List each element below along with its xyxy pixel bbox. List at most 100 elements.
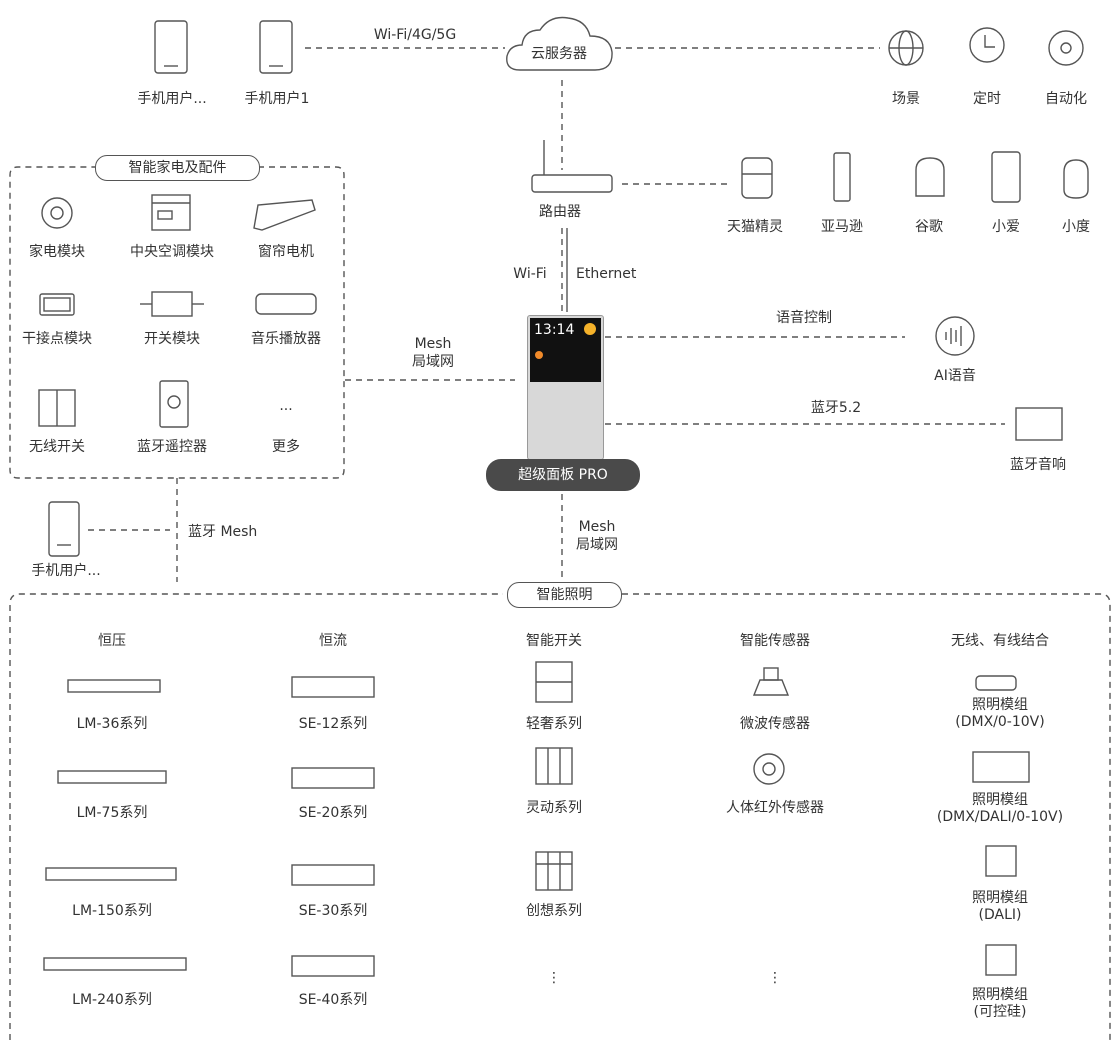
lighting-group-border xyxy=(9,593,1111,1040)
appliance-item: 中央空调模块 xyxy=(130,244,214,260)
module-dmx-spec: (DMX/0-10V) xyxy=(955,714,1045,730)
appliance-item: 音乐播放器 xyxy=(251,331,321,347)
module-dali-name: 照明模组 xyxy=(972,890,1028,906)
col4-more-dots: ⋮ xyxy=(768,970,782,986)
col4-head: 智能传感器 xyxy=(740,633,810,649)
switch-module-icon xyxy=(151,291,193,317)
music-player-icon xyxy=(255,293,317,315)
appliance-group-title: 智能家电及配件 xyxy=(95,155,260,181)
scene-dot-icon xyxy=(535,351,543,359)
lm-150-label: LM-150系列 xyxy=(72,903,152,919)
xiaodu-icon xyxy=(1063,159,1089,199)
se-20-label: SE-20系列 xyxy=(298,805,368,821)
lm-36-driver-icon xyxy=(67,679,161,693)
lighting-module-dali-dmx-icon xyxy=(972,751,1030,783)
phone-icon xyxy=(154,20,188,74)
luxury-series-label: 轻奢系列 xyxy=(526,716,582,732)
se-40-driver-icon xyxy=(291,955,375,977)
lan-down-label: 局域网 xyxy=(576,537,618,553)
speaker-tmall: 天猫精灵 xyxy=(727,219,783,235)
module-dali-spec: (DALI) xyxy=(978,907,1022,923)
ai-voice-label: AI语音 xyxy=(934,368,976,384)
appliance-item: 家电模块 xyxy=(29,244,85,260)
pir-sensor-icon xyxy=(753,753,785,785)
more-dots: ... xyxy=(279,398,293,414)
cloud-server-label: 云服务器 xyxy=(531,46,587,62)
lingdong-series-label: 灵动系列 xyxy=(526,800,582,816)
se-12-label: SE-12系列 xyxy=(298,716,368,732)
appliance-item: 窗帘电机 xyxy=(258,244,314,260)
lm-75-label: LM-75系列 xyxy=(76,805,148,821)
lighting-module-dmx-icon xyxy=(975,675,1017,691)
ai-voice-icon xyxy=(935,316,975,356)
lm-75-driver-icon xyxy=(57,770,167,784)
google-home-icon xyxy=(915,157,945,197)
appliance-item: 无线开关 xyxy=(29,439,85,455)
panel-time: 13:14 xyxy=(534,322,575,338)
cloud-icon xyxy=(506,16,613,71)
se-20-driver-icon xyxy=(291,767,375,789)
panel-screen: 13:14 xyxy=(530,318,601,382)
lighting-group-title: 智能照明 xyxy=(507,582,622,608)
microwave-sensor-label: 微波传感器 xyxy=(740,716,810,732)
lighting-module-dali-icon xyxy=(985,845,1017,877)
col1-head: 恒压 xyxy=(98,633,126,649)
phone-icon xyxy=(48,501,80,557)
microwave-sensor-icon xyxy=(752,679,790,696)
lm-150-driver-icon xyxy=(45,867,177,881)
module-dmx-dali-name: 照明模组 xyxy=(972,792,1028,808)
module-scr-name: 照明模组 xyxy=(972,987,1028,1003)
tmall-genie-icon xyxy=(741,157,773,199)
bt52-label: 蓝牙5.2 xyxy=(810,400,862,416)
dry-contact-icon xyxy=(39,293,75,316)
timer-label: 定时 xyxy=(973,91,1001,107)
speaker-xiaoai: 小爱 xyxy=(992,219,1020,235)
appliance-item: 开关模块 xyxy=(144,331,200,347)
se-30-driver-icon xyxy=(291,864,375,886)
col3-more-dots: ⋮ xyxy=(547,970,561,986)
phone-icon xyxy=(259,20,293,74)
chuangxiang-switch-icon xyxy=(535,851,573,891)
wifi-label: Wi-Fi xyxy=(513,266,547,282)
speaker-google: 谷歌 xyxy=(915,219,943,235)
appliance-item: 蓝牙遥控器 xyxy=(137,439,207,455)
lm-240-driver-icon xyxy=(43,957,187,971)
super-panel-label: 超级面板 PRO xyxy=(486,459,640,491)
col2-head: 恒流 xyxy=(319,633,347,649)
ethernet-label: Ethernet xyxy=(576,266,637,282)
speaker-xiaodu: 小度 xyxy=(1062,219,1090,235)
appliance-module-icon xyxy=(41,197,73,229)
weather-icon xyxy=(584,323,596,335)
connection-lines xyxy=(9,47,1111,1040)
scene-label: 场景 xyxy=(892,91,920,107)
lm-36-label: LM-36系列 xyxy=(76,716,148,732)
bt-speaker-label: 蓝牙音响 xyxy=(1010,457,1066,473)
col5-head: 无线、有线结合 xyxy=(951,633,1049,649)
bt-speaker-icon xyxy=(1015,407,1063,441)
lighting-module-scr-icon xyxy=(985,944,1017,976)
mesh-phone-user: 手机用户... xyxy=(31,563,101,579)
mesh-down-label: Mesh xyxy=(578,519,616,535)
pir-sensor-label: 人体红外传感器 xyxy=(726,800,824,816)
lm-240-label: LM-240系列 xyxy=(72,992,152,1008)
module-dmx-dali-spec: (DMX/DALI/0-10V) xyxy=(936,809,1064,825)
module-dmx-name: 照明模组 xyxy=(972,697,1028,713)
router-label: 路由器 xyxy=(539,204,581,220)
bt-remote-icon xyxy=(159,380,189,428)
wifi-4g-5g-label: Wi-Fi/4G/5G xyxy=(373,27,457,43)
ac-module-icon xyxy=(151,194,191,231)
mesh-left-label: Mesh xyxy=(414,336,452,352)
se-30-label: SE-30系列 xyxy=(298,903,368,919)
automation-icon xyxy=(1048,30,1084,66)
col3-head: 智能开关 xyxy=(526,633,582,649)
chuangxiang-series-label: 创想系列 xyxy=(526,903,582,919)
xiaoai-icon xyxy=(991,151,1021,203)
amazon-echo-icon xyxy=(833,152,851,202)
appliance-item: 干接点模块 xyxy=(22,331,92,347)
phone-user-ellipsis: 手机用户... xyxy=(137,91,207,107)
phone-user-1: 手机用户1 xyxy=(244,91,310,107)
module-scr-spec: (可控硅) xyxy=(973,1004,1027,1020)
voice-control-label: 语音控制 xyxy=(776,310,832,326)
